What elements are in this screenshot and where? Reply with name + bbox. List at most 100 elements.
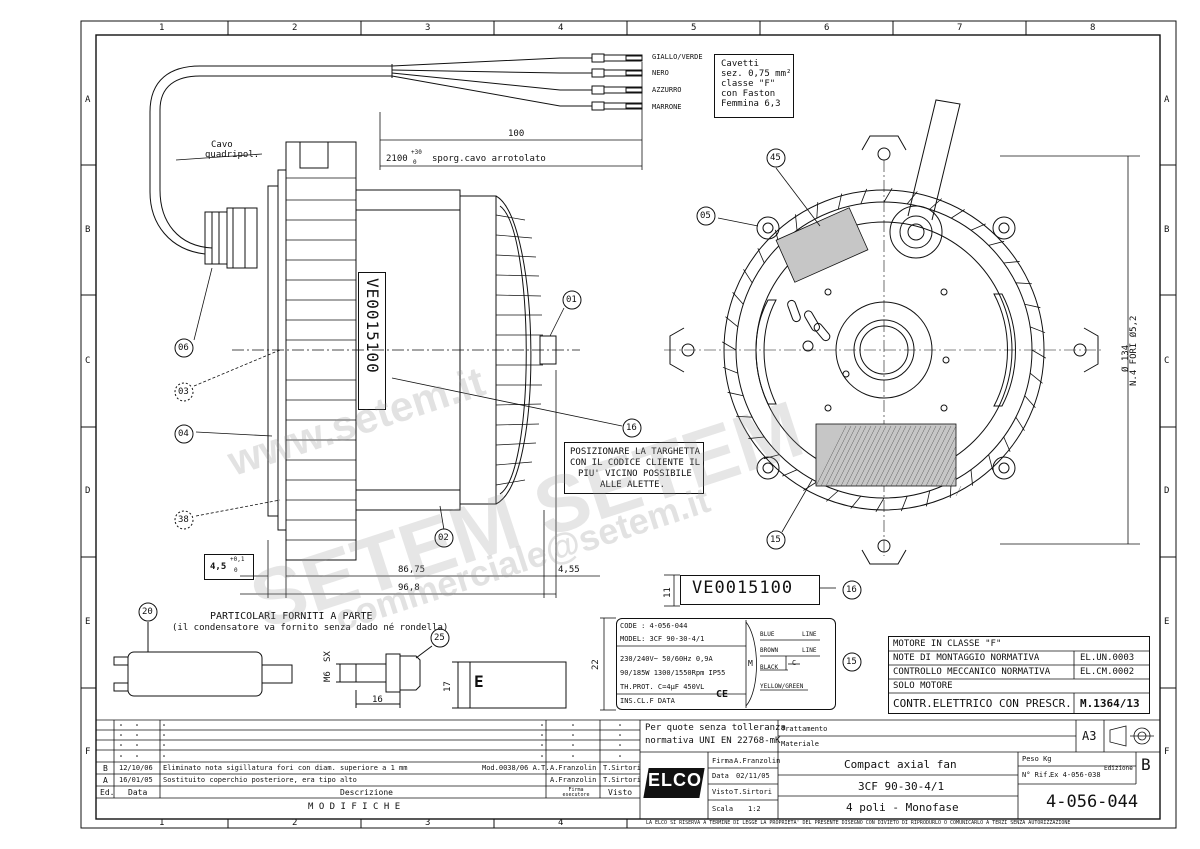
nameplate: [616, 618, 836, 710]
visto-value: T.Sirtori: [734, 788, 772, 796]
tolerance-note: Per quote senza tolleranza: [645, 723, 786, 733]
fin: [816, 202, 819, 219]
hatch-line: [820, 425, 852, 487]
hatch-line: [835, 425, 867, 487]
row-label-D: D: [85, 486, 91, 496]
fin: [970, 223, 986, 231]
fin: [782, 469, 798, 477]
hatch-line: [855, 425, 887, 487]
revision-checker: T.Sirtori: [603, 776, 641, 784]
col-label-4: 4: [558, 23, 564, 33]
fin: [743, 269, 753, 284]
col-label-1-bottom: 1: [159, 818, 165, 828]
balloon-15-plate: 15: [846, 657, 857, 667]
fin: [970, 469, 973, 486]
tolerance-note: normativa UNI EN 22768-mK: [645, 736, 781, 746]
cable-note-line: classe "F": [721, 79, 776, 89]
hatch-line: [885, 425, 917, 487]
rif-value: Ex 4-056-038: [1050, 771, 1101, 779]
notes-row-label: MOTORE IN CLASSE "F": [893, 639, 1002, 649]
revision-desc: Sostituito coperchio posteriore, era tip…: [163, 776, 357, 784]
fin: [826, 490, 839, 502]
fin: [803, 481, 818, 491]
wire-label-black: NERO: [652, 69, 669, 77]
wire-label-brown: MARRONE: [652, 103, 682, 111]
hatch-line: [865, 425, 897, 487]
hatch-line: [945, 465, 957, 487]
fin: [722, 366, 738, 374]
fin: [906, 191, 918, 205]
dim-4-5-tol-dn: 0: [234, 567, 238, 574]
title-line-2: 3CF 90-30-4/1: [858, 780, 945, 793]
dim-4-5: 4,5: [210, 562, 227, 572]
dim-86-75: 86,75: [398, 565, 426, 575]
dim-2100-tol-dn: 0: [413, 159, 417, 166]
notes-row-value: M.1364/13: [1080, 697, 1140, 710]
hatch-line: [860, 425, 892, 487]
hatch-line: [840, 425, 872, 487]
fin: [1003, 261, 1020, 264]
hatch-line: [880, 425, 912, 487]
trattamento-label: Trattamento: [781, 725, 828, 733]
targhetta-note-line: PIU' VICINO POSSIBILE: [578, 469, 692, 479]
notes-row-label: CONTROLLO MECCANICO NORMATIVA: [893, 667, 1051, 677]
notes-row-value: EL.UN.0003: [1080, 653, 1135, 663]
col-label-3: 3: [425, 23, 431, 33]
visto-label: Visto: [712, 788, 734, 796]
col-label-7: 7: [957, 23, 963, 33]
cable-note-line: Femmina 6,3: [721, 99, 781, 109]
fin: [950, 209, 965, 219]
code-box-text: VE0015100: [692, 578, 794, 598]
hatch-line: [925, 425, 957, 487]
balloon-16: 16: [626, 423, 637, 433]
front-fins: [722, 188, 1046, 512]
vertical-code-box: [358, 272, 386, 410]
revision-header-firma: Firma esecutore: [562, 787, 590, 798]
nameplate-line: INS.CL.F DATA: [620, 697, 675, 705]
nameplate-wire-blue: BLUE: [760, 631, 775, 638]
nameplate-line: 90/185W 1300/1550Rpm IP55: [620, 669, 726, 677]
fin: [795, 214, 798, 231]
targhetta-note-line: POSIZIONARE LA TARGHETTA: [570, 447, 701, 457]
hatch-line: [930, 435, 957, 487]
row-label-A-right: A: [1164, 95, 1170, 105]
format: A3: [1082, 729, 1097, 743]
row-label-B: B: [85, 225, 91, 235]
revision-checker: T.Sirtori: [603, 764, 641, 772]
label-letter-e: E: [474, 672, 484, 691]
nameplate-wire-line: LINE: [802, 647, 817, 654]
hatch-line: [815, 425, 847, 487]
title-line-3: 4 poli - Monofase: [846, 801, 959, 814]
fin: [1024, 303, 1041, 309]
col-label-8: 8: [1090, 23, 1096, 33]
dim-100: 100: [508, 129, 525, 139]
targhetta-note-box: [564, 442, 704, 494]
nameplate-c: C: [792, 659, 797, 667]
fin: [883, 188, 893, 203]
row-label-E: E: [85, 617, 91, 627]
revision-header-data: Data: [128, 788, 148, 797]
balloon-05: 05: [700, 211, 711, 221]
fin: [850, 495, 862, 509]
title-line-1: Compact axial fan: [844, 758, 957, 771]
dim-96-8: 96,8: [398, 583, 420, 593]
nameplate-wire-brown: BROWN: [760, 647, 779, 654]
dim-4-5-tol-up: +0,1: [230, 556, 245, 563]
revision-ed: A: [103, 776, 108, 785]
fin: [732, 292, 744, 305]
wire-label-blue: AZZURRO: [652, 86, 682, 94]
dim-sporg: sporg.cavo arrotolato: [432, 154, 546, 164]
fin: [900, 496, 908, 512]
hatch-line: [895, 425, 927, 487]
dim-16: 16: [372, 695, 383, 705]
col-label-2: 2: [292, 23, 298, 33]
fin: [1030, 326, 1046, 334]
col-label-3-bottom: 3: [425, 818, 431, 828]
scala-label: Scala: [712, 805, 734, 813]
vertical-code: VE0015100: [363, 278, 382, 374]
revision-signer: A.Franzolin: [550, 764, 597, 772]
drawing-number: 4-056-044: [1046, 792, 1139, 812]
